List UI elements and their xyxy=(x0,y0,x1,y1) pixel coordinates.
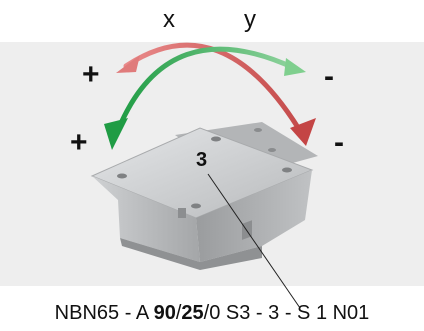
sign-minus-top-right: - xyxy=(324,60,334,93)
leader-line xyxy=(207,173,301,309)
order-code-bold: 25 xyxy=(181,302,204,324)
order-code-part: /0 S3 - 3 - S 1 N01 xyxy=(203,302,370,324)
sign-plus-top-left: + xyxy=(82,58,100,91)
order-code-part: / xyxy=(175,302,182,324)
x-axis-label: x xyxy=(163,6,175,33)
sign-minus-bottom-right: - xyxy=(334,126,344,159)
y-axis-label: y xyxy=(244,6,256,33)
mount-hole xyxy=(211,136,221,142)
callout-number: 3 xyxy=(196,149,208,171)
y-arrow-head-end xyxy=(104,118,128,150)
order-code: NBN65 - A 90/25/0 S3 - 3 - S 1 N01 xyxy=(0,303,424,323)
order-code-bold: 90 xyxy=(153,302,176,324)
mount-hole xyxy=(268,148,276,152)
face-slot xyxy=(178,208,186,218)
order-code-part: NBN65 - A xyxy=(54,302,154,324)
mount-hole xyxy=(282,167,292,173)
x-arrow-head-end xyxy=(290,118,316,146)
y-arrow-head-start xyxy=(284,58,306,76)
block-right-face xyxy=(196,170,312,262)
mount-hole xyxy=(191,203,201,209)
mount-hole xyxy=(117,173,127,179)
block-base xyxy=(120,238,262,270)
x-arrow-head-start xyxy=(116,55,140,73)
sign-plus-bottom-left: + xyxy=(70,126,88,159)
mount-hole xyxy=(254,128,262,132)
block-left-face xyxy=(92,176,200,262)
y-axis-arrow xyxy=(104,46,306,150)
sensor-block xyxy=(90,122,318,270)
